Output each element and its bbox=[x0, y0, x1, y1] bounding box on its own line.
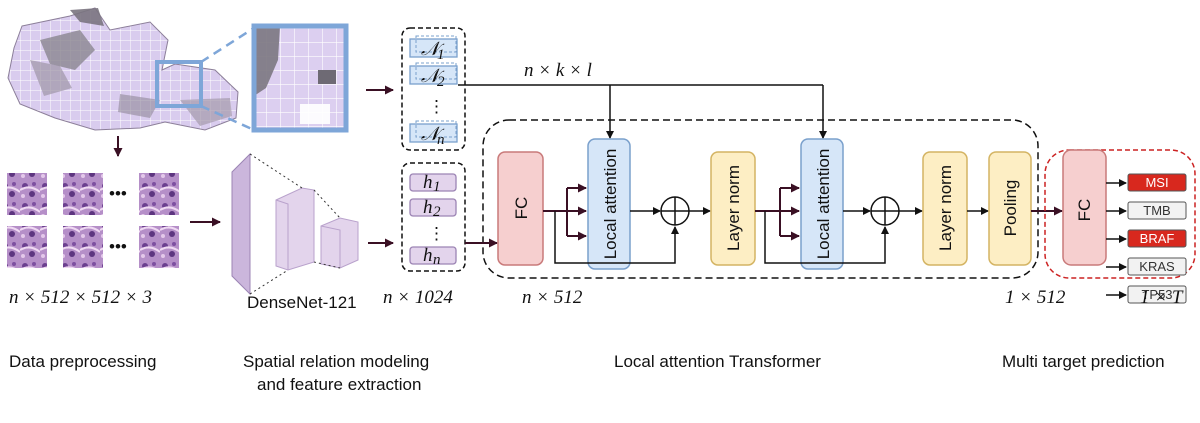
target-arrows bbox=[1106, 179, 1127, 299]
local-attention-block-1 bbox=[587, 138, 631, 270]
embed-dims-label: n × 512 bbox=[522, 287, 583, 308]
target-KRAS: KRAS bbox=[1127, 257, 1187, 276]
local-attention-block-2 bbox=[800, 138, 844, 270]
layer-norm-label-2: Layer norm bbox=[936, 165, 955, 251]
local-attention-label-1: Local attention bbox=[601, 149, 620, 260]
transformer-container bbox=[482, 119, 1039, 279]
feature-symbol-1: h bbox=[423, 172, 433, 193]
section-title-transformer: Local attention Transformer bbox=[614, 352, 821, 371]
backbone-label: DenseNet-121 bbox=[247, 293, 357, 312]
output-dims-label: 1 × T bbox=[1140, 287, 1184, 308]
feature-item-1: h 1 bbox=[409, 172, 457, 195]
neighbor-item-1: 𝒩 1 bbox=[409, 35, 458, 63]
feature-sub-1: 1 bbox=[433, 179, 441, 195]
add-node-1 bbox=[660, 196, 690, 226]
neighbor-symbol-2: 𝒩 bbox=[421, 66, 445, 87]
fc-label: FC bbox=[512, 197, 531, 220]
input-dims-label: n × 512 × 512 × 3 bbox=[9, 287, 152, 308]
fc-out-block bbox=[1062, 149, 1107, 266]
fc-out-label: FC bbox=[1075, 199, 1094, 222]
target-MSI: MSI bbox=[1127, 173, 1187, 192]
residual-1 bbox=[554, 211, 679, 264]
tile-dots-row1: ••• bbox=[109, 184, 127, 203]
target-BRAF: BRAF bbox=[1127, 229, 1187, 248]
target-label-KRAS: KRAS bbox=[1139, 259, 1175, 274]
section-title-spatial-line1: Spatial relation modeling bbox=[243, 352, 429, 371]
local-attention-label-2: Local attention bbox=[814, 149, 833, 260]
feature-list-container bbox=[401, 162, 466, 272]
multi-target-container bbox=[1044, 149, 1196, 279]
feature-symbol-n: h bbox=[423, 245, 433, 266]
zoom-region-box bbox=[155, 60, 203, 108]
neighbor-item-2: 𝒩 2 bbox=[409, 62, 458, 90]
pooling-label: Pooling bbox=[1001, 180, 1020, 237]
target-box-BRAF bbox=[1127, 229, 1187, 248]
add-node-2 bbox=[870, 196, 900, 226]
layer-norm-block-2 bbox=[922, 151, 968, 266]
feature-symbol-2: h bbox=[423, 197, 433, 218]
section-title-preprocessing: Data preprocessing bbox=[9, 352, 156, 371]
zoom-line-top bbox=[200, 26, 255, 64]
neighbor-dims-label: n × k × l bbox=[524, 60, 592, 81]
feature-dims-label: n × 1024 bbox=[383, 287, 453, 308]
feature-sub-n: n bbox=[433, 252, 441, 268]
pooling-block bbox=[988, 151, 1032, 266]
section-title-multi-target: Multi target prediction bbox=[1002, 352, 1165, 371]
target-box-MSI bbox=[1127, 173, 1187, 192]
target-label-TP53: TP53 bbox=[1141, 287, 1172, 302]
neighbor-symbol-n: 𝒩 bbox=[421, 124, 445, 145]
layer-norm-block-1 bbox=[710, 151, 756, 266]
feature-item-n: h n bbox=[409, 245, 457, 268]
tile-images bbox=[7, 173, 179, 268]
feature-item-2: h 2 bbox=[409, 197, 457, 220]
neighbor-ellipsis: ⋮ bbox=[428, 97, 445, 116]
target-label-MSI: MSI bbox=[1145, 175, 1168, 190]
neighbor-list-container bbox=[401, 27, 466, 151]
neighbor-sub-n: n bbox=[437, 132, 445, 148]
feature-sub-2: 2 bbox=[433, 204, 441, 220]
target-box-KRAS bbox=[1127, 257, 1187, 276]
neighbor-item-n: 𝒩 n bbox=[409, 120, 458, 148]
target-label-TMB: TMB bbox=[1143, 203, 1170, 218]
target-box-TMB bbox=[1127, 201, 1187, 220]
layer-norm-label-1: Layer norm bbox=[724, 165, 743, 251]
zoomed-patch-grid bbox=[251, 23, 349, 133]
neighbor-sub-1: 1 bbox=[437, 47, 445, 63]
zoom-line-bottom bbox=[200, 104, 255, 132]
section-title-spatial-line2: and feature extraction bbox=[257, 375, 421, 394]
target-box-TP53 bbox=[1127, 285, 1187, 304]
pooled-dims-label: 1 × 512 bbox=[1005, 287, 1066, 308]
neighbor-symbol-1: 𝒩 bbox=[421, 39, 445, 60]
tile-dots-row2: ••• bbox=[109, 237, 127, 256]
target-TMB: TMB bbox=[1127, 201, 1187, 220]
densenet-icon bbox=[231, 152, 359, 296]
fc-block bbox=[497, 151, 544, 266]
target-label-BRAF: BRAF bbox=[1140, 231, 1175, 246]
residual-2 bbox=[764, 211, 889, 264]
whole-slide-image bbox=[7, 7, 239, 131]
target-TP53: TP53 bbox=[1127, 285, 1187, 304]
neighbor-sub-2: 2 bbox=[437, 74, 445, 90]
feature-ellipsis: ⋮ bbox=[428, 224, 445, 243]
